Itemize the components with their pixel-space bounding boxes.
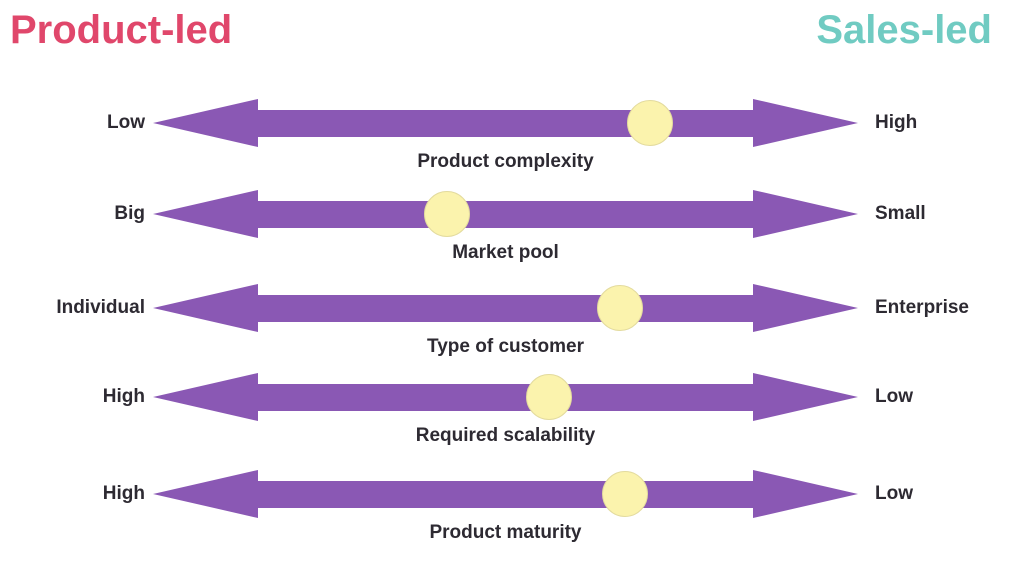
row-right-label: High [875, 112, 918, 133]
arrow-left-head-icon [153, 99, 258, 147]
product-led-title: Product-led [10, 8, 233, 52]
arrow-right-head-icon [753, 190, 858, 238]
double-arrow [153, 284, 858, 332]
arrow-shaft [258, 294, 753, 322]
arrow-shaft [258, 109, 753, 137]
row-right-label: Low [875, 483, 913, 504]
arrow-right-head-icon [753, 373, 858, 421]
arrow-shaft [258, 480, 753, 508]
row-right-label: Low [875, 386, 913, 407]
spectrum-row-required-scalability: High Low [0, 373, 1022, 421]
spectrum-row-product-complexity: Low High [0, 99, 1022, 147]
sales-led-title: Sales-led [816, 8, 992, 52]
row-center-label: Market pool [452, 242, 559, 263]
row-center-label: Product maturity [429, 522, 582, 543]
arrow-left-head-icon [153, 284, 258, 332]
arrow-right-head-icon [753, 284, 858, 332]
arrow-shaft [258, 200, 753, 228]
arrow-right-head-icon [753, 99, 858, 147]
row-left-label: Big [114, 203, 145, 224]
arrow-left-head-icon [153, 373, 258, 421]
position-marker [423, 191, 470, 237]
arrow-right-head-icon [753, 470, 858, 518]
row-center-label: Type of customer [427, 336, 584, 357]
arrow-left-head-icon [153, 470, 258, 518]
row-left-label: Low [107, 112, 145, 133]
double-arrow [153, 190, 858, 238]
position-marker [526, 374, 573, 420]
position-marker [627, 100, 674, 146]
spectrum-row-product-maturity: High Low [0, 470, 1022, 518]
spectrum-row-type-of-customer: Individual Enterprise [0, 284, 1022, 332]
double-arrow [153, 99, 858, 147]
row-left-label: High [102, 386, 145, 407]
position-marker [596, 285, 643, 331]
row-right-label: Enterprise [875, 297, 969, 318]
arrow-shaft [258, 383, 753, 411]
row-center-label: Required scalability [415, 425, 596, 446]
row-left-label: Individual [56, 297, 145, 318]
row-center-label: Product complexity [417, 151, 594, 172]
double-arrow [153, 470, 858, 518]
row-left-label: High [102, 483, 145, 504]
position-marker [601, 471, 648, 517]
row-right-label: Small [875, 203, 926, 224]
double-arrow [153, 373, 858, 421]
arrow-left-head-icon [153, 190, 258, 238]
spectrum-row-market-pool: Big Small [0, 190, 1022, 238]
